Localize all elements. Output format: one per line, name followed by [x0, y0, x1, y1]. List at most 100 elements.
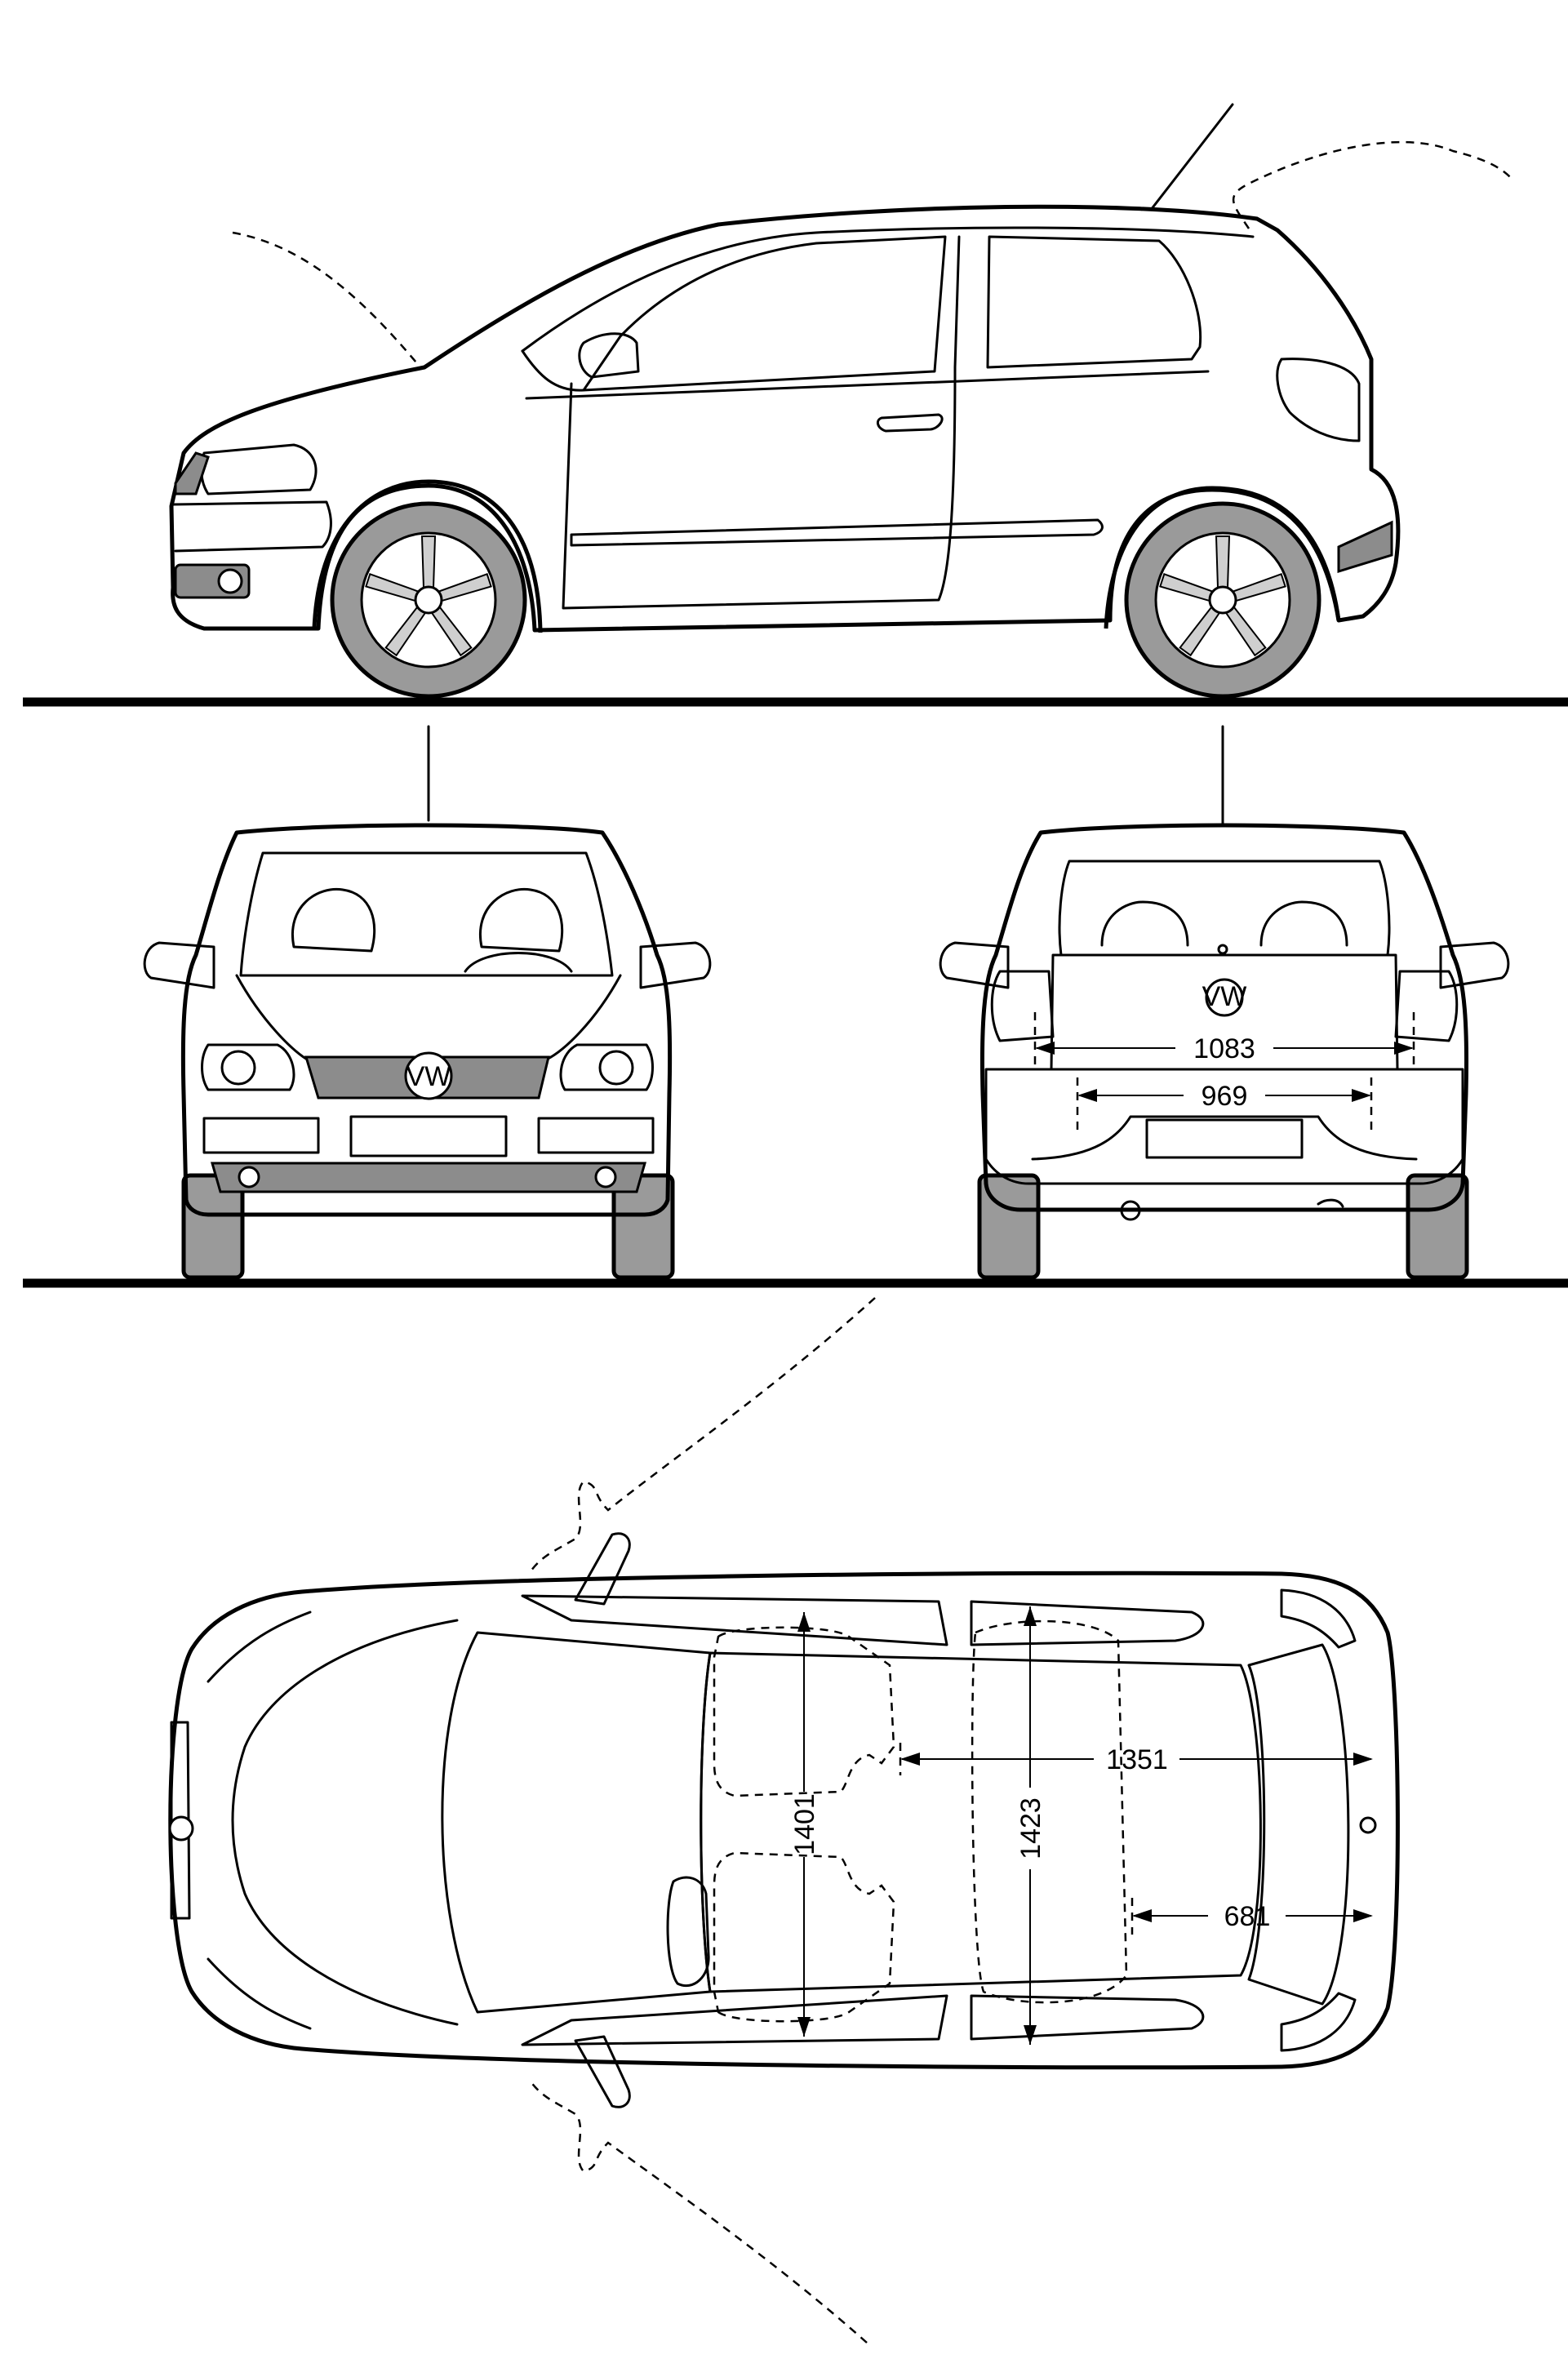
- rear-window: [1058, 860, 1391, 957]
- top-front-seat-upper: [713, 1626, 895, 1797]
- side-front-window: [582, 235, 947, 392]
- top-hood-line: [231, 1619, 459, 2026]
- front-plate: [349, 1115, 508, 1157]
- rear-mirror-right: [1439, 941, 1510, 989]
- side-door-outline: [562, 366, 957, 610]
- front-mirror-left: [143, 941, 215, 989]
- rear-vw-logo-text: VW: [1202, 981, 1247, 1012]
- side-headlight: [200, 443, 318, 495]
- side-rear-bumper-lip: [1337, 520, 1393, 574]
- side-grille: [174, 451, 210, 495]
- rear-seat-right: [1259, 900, 1348, 947]
- dim-rear-track-outer: 1083: [1033, 1012, 1415, 1069]
- rear-seat-left: [1100, 900, 1189, 947]
- side-hatch-arc: [1233, 140, 1515, 229]
- side-door-handle: [876, 413, 944, 433]
- top-view: 1401 1423 1351 681: [168, 1297, 1400, 2344]
- dim-top-length-interior-label: 1351: [1106, 1744, 1168, 1775]
- top-body-outline: [168, 1571, 1400, 2070]
- front-headlight-left-lens: [220, 1050, 256, 1086]
- front-seat-right: [479, 887, 564, 953]
- front-steering-wheel: [464, 952, 573, 973]
- top-rear-bench: [971, 1619, 1128, 2004]
- front-mirror-right: [639, 941, 712, 989]
- top-front-vw-logo: [168, 1815, 194, 1842]
- front-bumper-left-panel: [202, 1117, 320, 1154]
- top-door-arc-upper: [530, 1297, 876, 1572]
- dim-top-width-rear-label: 1423: [1015, 1797, 1046, 1859]
- front-fog-right: [594, 1166, 617, 1188]
- dim-top-length-trunk-label: 681: [1224, 1901, 1271, 1932]
- dim-rear-track-outer-label: 1083: [1193, 1033, 1255, 1064]
- side-rear-quarter-line: [953, 235, 961, 369]
- rear-right-tire: [1406, 1173, 1469, 1280]
- top-console: [666, 1876, 710, 1987]
- side-front-wheel: [330, 501, 527, 699]
- top-rear-light-upper: [1280, 1588, 1357, 1649]
- front-view: VW: [143, 725, 712, 1280]
- side-view: [169, 103, 1515, 699]
- dim-top-width-front: 1401: [789, 1612, 820, 2037]
- side-foglight-lens: [217, 568, 243, 594]
- rear-body-outline: [979, 823, 1469, 1212]
- top-hood-inner: [207, 1611, 312, 1683]
- side-a-pillar: [521, 349, 585, 392]
- dim-rear-track-inner: 969: [1076, 1077, 1373, 1136]
- top-roof: [700, 1651, 1262, 1993]
- rear-plate: [1145, 1118, 1304, 1159]
- rear-taillight-right: [1394, 970, 1459, 1042]
- side-rear-wheel: [1124, 501, 1321, 699]
- rear-mirror-left: [939, 941, 1010, 989]
- side-rear-arch: [1104, 486, 1341, 629]
- rear-taillight-left: [990, 970, 1055, 1042]
- rear-view: VW 1083 969: [939, 725, 1510, 1280]
- front-headlight-left: [201, 1043, 295, 1091]
- front-hood-line: [235, 974, 622, 1063]
- dim-top-width-front-label: 1401: [789, 1793, 820, 1855]
- side-rear-window: [986, 235, 1202, 369]
- front-fog-left: [238, 1166, 260, 1188]
- front-vw-logo: [404, 1051, 453, 1100]
- side-antenna: [1149, 103, 1234, 211]
- top-mirror-upper: [574, 1532, 631, 1606]
- rear-exhaust: [1120, 1200, 1141, 1221]
- side-taillight: [1276, 358, 1361, 442]
- front-left-tire: [181, 1173, 245, 1280]
- dim-top-width-rear: 1423: [1015, 1606, 1046, 2045]
- front-seat-left: [291, 887, 376, 953]
- top-rear-logo: [1359, 1816, 1377, 1834]
- front-headlight-right-lens: [598, 1050, 634, 1086]
- top-rear-window: [1247, 1643, 1350, 2006]
- side-belt-line: [525, 370, 1210, 400]
- top-front-bumper: [170, 1721, 191, 1920]
- top-rear-light-lower: [1280, 1992, 1357, 2052]
- top-side-window-upper-rear: [970, 1600, 1205, 1646]
- dim-top-length-interior: 1351: [899, 1743, 1373, 1775]
- top-side-window-upper: [521, 1594, 948, 1646]
- side-front-bumper: [171, 500, 332, 553]
- top-side-window-lower: [521, 1994, 948, 2046]
- dim-top-length-trunk: 681: [1130, 1898, 1373, 1935]
- front-vw-logo-text: VW: [406, 1061, 451, 1092]
- dim-rear-track-inner-label: 969: [1202, 1081, 1248, 1112]
- rear-tow-hook: [1317, 1198, 1344, 1208]
- top-hood-inner-2: [207, 1957, 312, 2030]
- top-side-window-lower-rear: [970, 1994, 1205, 2041]
- rear-vw-logo: [1205, 978, 1244, 1017]
- side-hood-arc: [232, 231, 421, 368]
- side-front-arch: [312, 479, 543, 633]
- rear-bumper-recess: [1031, 1115, 1418, 1161]
- side-mirror: [578, 332, 640, 379]
- front-body-outline: [180, 823, 673, 1217]
- rear-hatch-lock: [1217, 944, 1228, 955]
- front-bumper-right-panel: [537, 1117, 655, 1154]
- top-door-arc-lower: [530, 2081, 868, 2344]
- top-front-seat-lower: [713, 1851, 895, 2023]
- side-roof-line: [521, 226, 1255, 353]
- front-lower-intake: [211, 1162, 646, 1193]
- front-windshield: [239, 851, 614, 977]
- side-door-strip: [570, 518, 1104, 547]
- side-body-outline: [169, 204, 1401, 633]
- rear-bumper: [984, 1068, 1464, 1185]
- front-right-tire: [611, 1173, 675, 1280]
